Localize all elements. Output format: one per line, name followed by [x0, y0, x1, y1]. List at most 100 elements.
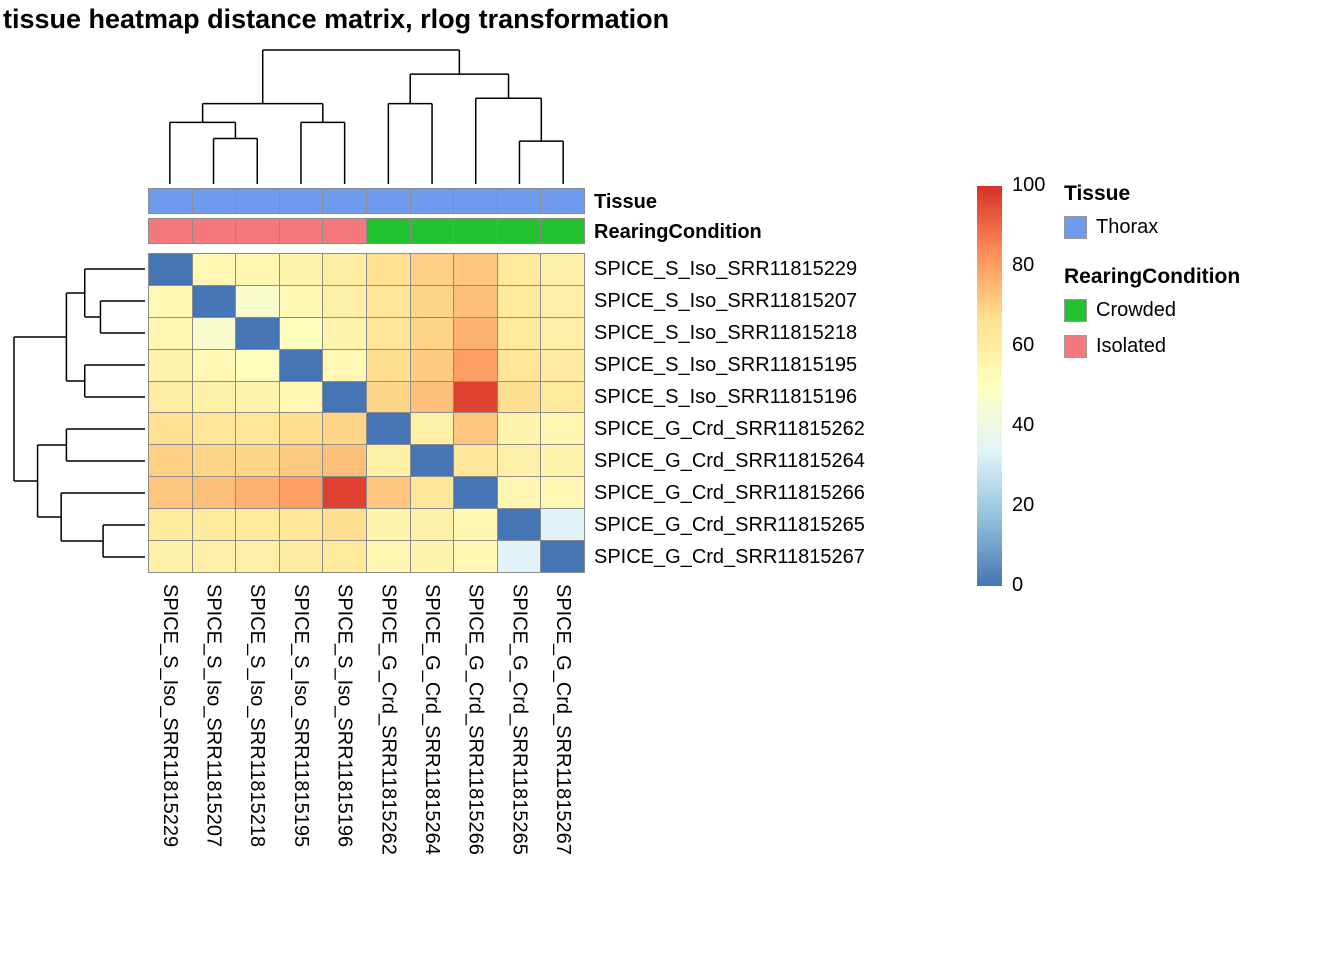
heatmap-cell: [497, 541, 542, 573]
legend-item-label: Thorax: [1096, 216, 1159, 238]
heatmap-cell: [279, 477, 324, 510]
heatmap-cell: [366, 541, 411, 573]
heatmap-cell: [323, 413, 367, 446]
column-dendrogram: [169, 49, 564, 184]
heatmap-cell: [323, 445, 367, 478]
heatmap-cell: [323, 317, 367, 350]
heatmap-cell: [410, 285, 455, 318]
rearing-condition-annotation-cell: [410, 219, 455, 244]
heatmap-cell: [541, 413, 585, 446]
heatmap-cell: [149, 381, 193, 414]
colorbar-tick-label: 20: [1012, 494, 1035, 517]
rearing-condition-annotation-label: RearingCondition: [594, 221, 762, 243]
heatmap-cell: [366, 509, 411, 542]
heatmap-cell: [323, 285, 367, 318]
column-label: SPICE_G_Crd_SRR11815265: [508, 584, 531, 855]
colorbar-tick-label: 40: [1012, 414, 1035, 437]
row-label: SPICE_G_Crd_SRR11815267: [594, 545, 865, 568]
column-label: SPICE_S_Iso_SRR11815195: [289, 584, 312, 848]
legend-color-swatch: [1064, 216, 1087, 239]
heatmap-cell: [279, 413, 324, 446]
heatmap-cell: [192, 413, 237, 446]
heatmap-cell: [410, 541, 455, 573]
tissue-annotation-cell: [236, 189, 280, 214]
rearing-condition-annotation-cell: [366, 219, 411, 244]
heatmap-cell: [192, 541, 237, 573]
heatmap-cell: [366, 413, 411, 446]
heatmap-cell: [236, 509, 280, 542]
heatmap-cell: [149, 413, 193, 446]
legend-item: Isolated: [1064, 335, 1334, 358]
heatmap-cell: [192, 477, 237, 510]
legend-item-label: Crowded: [1096, 299, 1177, 321]
column-label: SPICE_S_Iso_SRR11815196: [333, 584, 356, 848]
heatmap-cell: [541, 317, 585, 350]
column-label: SPICE_G_Crd_SRR11815266: [464, 584, 487, 855]
heatmap-cell: [497, 413, 542, 446]
heatmap-cell: [497, 509, 542, 542]
tissue-annotation-cell: [541, 189, 585, 214]
heatmap-cell: [497, 317, 542, 350]
heatmap-cell: [497, 285, 542, 318]
heatmap-cell: [323, 509, 367, 542]
column-label: SPICE_G_Crd_SRR11815267: [552, 584, 575, 855]
rearing-condition-annotation-cell: [497, 219, 542, 244]
heatmap-cell: [149, 254, 193, 286]
tissue-annotation-cell: [323, 189, 367, 214]
heatmap-cell: [410, 477, 455, 510]
heatmap-cell: [279, 381, 324, 414]
legend-group-title: Tissue: [1064, 182, 1131, 205]
column-label: SPICE_S_Iso_SRR11815218: [246, 584, 269, 848]
heatmap-cell: [410, 349, 455, 382]
heatmap-cell: [454, 413, 498, 446]
heatmap-grid: [148, 253, 585, 573]
heatmap-cell: [410, 509, 455, 542]
heatmap-cell: [279, 349, 324, 382]
heatmap-cell: [236, 477, 280, 510]
heatmap-cell: [366, 445, 411, 478]
heatmap-cell: [149, 477, 193, 510]
tissue-annotation-bar: [148, 188, 585, 214]
heatmap-cell: [279, 509, 324, 542]
heatmap-cell: [149, 285, 193, 318]
heatmap-cell: [541, 381, 585, 414]
heatmap-cell: [192, 349, 237, 382]
heatmap-cell: [366, 254, 411, 286]
heatmap-cell: [279, 317, 324, 350]
legend-item: Thorax: [1064, 216, 1334, 239]
heatmap-cell: [454, 349, 498, 382]
heatmap-cell: [366, 349, 411, 382]
heatmap-cell: [497, 349, 542, 382]
legend-item-label: Isolated: [1096, 335, 1167, 357]
rearing-condition-annotation-cell: [323, 219, 367, 244]
tissue-annotation-cell: [454, 189, 498, 214]
heatmap-cell: [192, 285, 237, 318]
heatmap-cell: [192, 509, 237, 542]
heatmap-cell: [410, 317, 455, 350]
legend-color-swatch: [1064, 299, 1087, 322]
rearing-condition-annotation-cell: [541, 219, 585, 244]
heatmap-cell: [323, 254, 367, 286]
heatmap-cell: [236, 254, 280, 286]
column-label-slot: SPICE_G_Crd_SRR11815266: [454, 584, 498, 855]
tissue-annotation-label: Tissue: [594, 191, 657, 213]
column-label-slot: SPICE_S_Iso_SRR11815229: [148, 584, 192, 847]
legend-color-swatch: [1064, 335, 1087, 358]
column-label-slot: SPICE_S_Iso_SRR11815196: [323, 584, 367, 847]
heatmap-cell: [236, 381, 280, 414]
heatmap-cell: [366, 317, 411, 350]
heatmap-cell: [236, 317, 280, 350]
column-labels: SPICE_S_Iso_SRR11815229 SPICE_S_Iso_SRR11…: [148, 584, 585, 944]
heatmap-cell: [323, 541, 367, 573]
colorbar-tick-label: 60: [1012, 334, 1035, 357]
heatmap-cell: [454, 254, 498, 286]
heatmap-cell: [236, 541, 280, 573]
heatmap-cell: [497, 477, 542, 510]
rearing-condition-annotation-cell: [454, 219, 498, 244]
heatmap-cell: [366, 477, 411, 510]
heatmap-cell: [366, 285, 411, 318]
column-label-slot: SPICE_G_Crd_SRR11815262: [367, 584, 411, 855]
